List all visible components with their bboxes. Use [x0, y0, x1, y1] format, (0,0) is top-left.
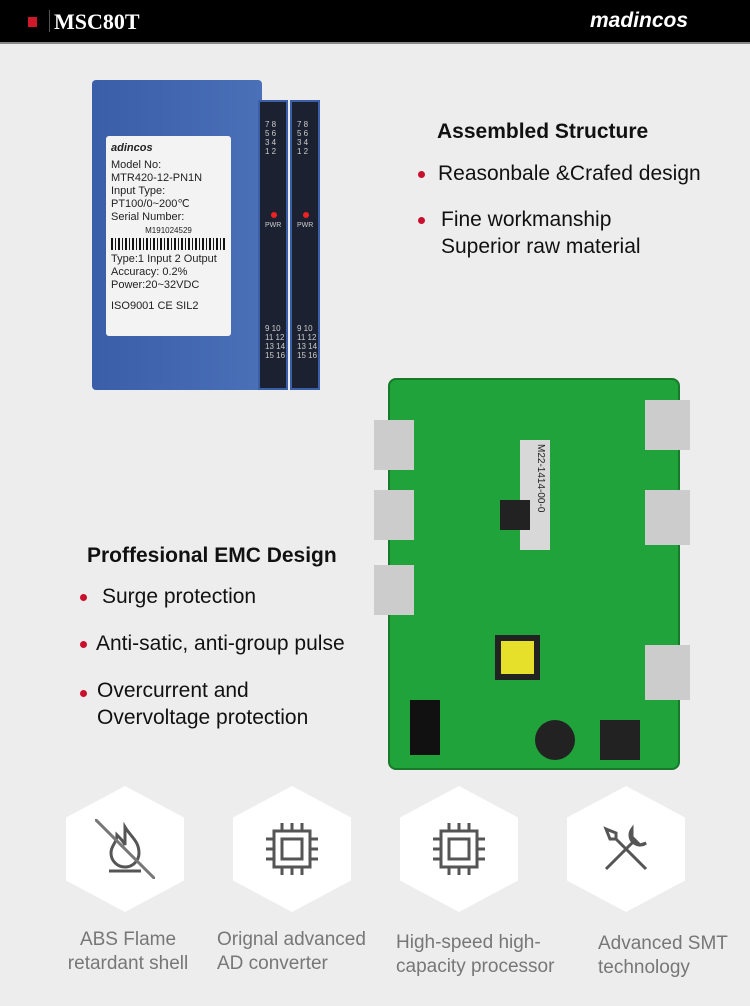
chip-icon: [266, 823, 318, 875]
barcode: [111, 238, 226, 250]
divider: [49, 10, 50, 32]
label-line: Serial Number:: [111, 211, 185, 223]
emc-title: Proffesional EMC Design: [87, 544, 337, 567]
feature-label: ABS Flame retardant shell: [67, 929, 189, 974]
terminal-numbers: 9 10 11 12 13 14 15 16: [265, 324, 286, 360]
feature-ad: [233, 786, 351, 912]
feature-flame: [66, 786, 184, 912]
bullet: Overcurrent and Overvoltage protection: [97, 679, 309, 729]
assembled-title: Assembled Structure: [437, 120, 649, 143]
terminal-numbers: 7 8 5 6 3 4 1 2: [265, 120, 277, 156]
bullet: Reasonbale &Crafed design: [438, 162, 701, 185]
bullet: Anti-satic, anti-group pulse: [96, 632, 345, 655]
bullet: Fine workmanship Superior raw material: [441, 208, 641, 258]
product-image: 7 8 5 6 3 4 1 2 PWR 9 10 11 12 13 14 15 16…: [92, 80, 327, 390]
label-brand: adincos: [111, 142, 153, 154]
pwr-led-label: PWR: [265, 222, 282, 229]
processor-icon: [433, 823, 485, 875]
label-line: Power:20~32VDC: [111, 279, 200, 291]
tools-icon: [603, 824, 648, 871]
feature-label: Advanced SMT technology: [598, 933, 728, 978]
pcb-marking: M22-1414-00-0: [520, 440, 550, 550]
no-flame-icon: [95, 819, 155, 879]
pcb-image: M22-1414-00-0: [374, 378, 690, 770]
pwr-led-label: PWR: [297, 222, 314, 229]
feature-smt: [567, 786, 685, 912]
serial-number: M191024529: [145, 226, 192, 235]
brand-logo: madincos: [590, 9, 689, 32]
device-label: adincos Model No: MTR420-12-PN1N Input T…: [106, 136, 231, 336]
label-line: MTR420-12-PN1N: [111, 172, 203, 184]
label-line: Model No:: [111, 159, 162, 171]
label-line: PT100/0~200℃: [111, 198, 190, 210]
label-line: Type:1 Input 2 Output: [111, 253, 217, 265]
feature-label: High-speed high- capacity processor: [396, 932, 555, 977]
label-line: Accuracy: 0.2%: [111, 266, 188, 278]
terminal-numbers: 9 10 11 12 13 14 15 16: [297, 324, 318, 360]
feature-processor: [400, 786, 518, 912]
red-square-icon: [28, 17, 37, 27]
header: MSC80T madincos: [0, 0, 750, 44]
product-title: MSC80T: [54, 9, 140, 34]
feature-label: Orignal advanced AD converter: [217, 929, 366, 974]
bullet: Surge protection: [102, 585, 257, 608]
terminal-numbers: 7 8 5 6 3 4 1 2: [297, 120, 309, 156]
label-line: Input Type:: [111, 185, 166, 197]
certifications: ISO9001 CE SIL2: [111, 300, 199, 312]
